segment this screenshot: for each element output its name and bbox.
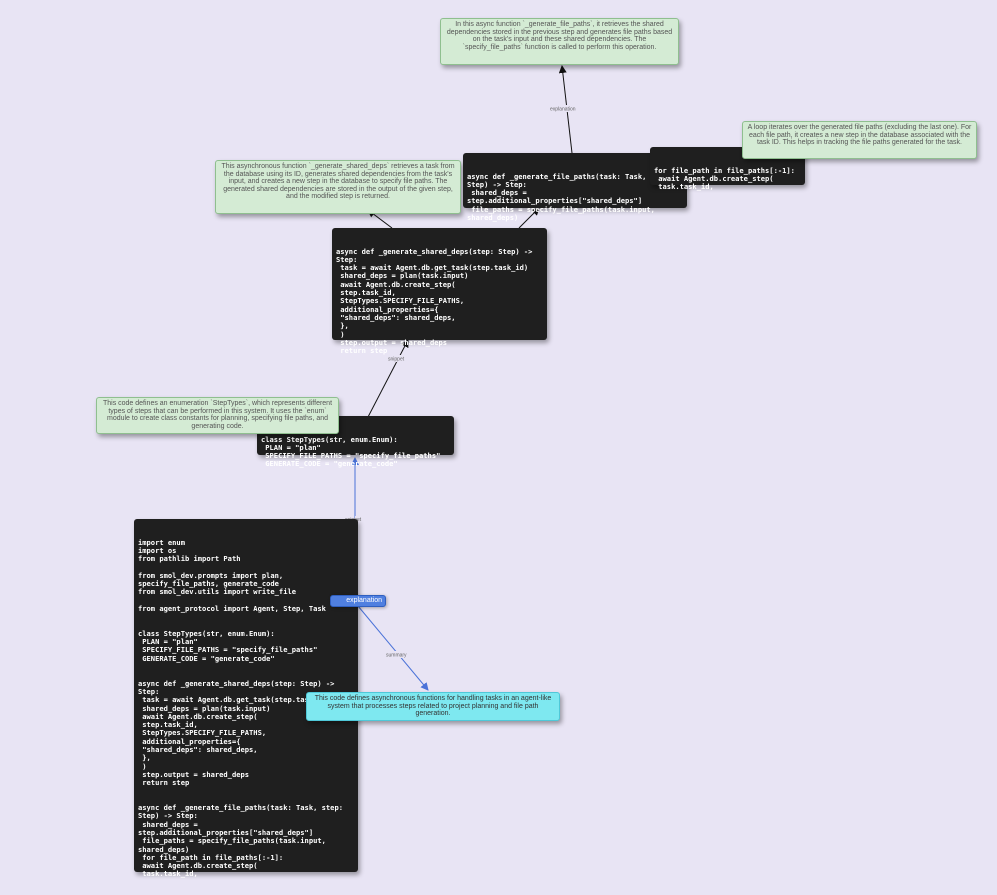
shared-deps-explanation-note[interactable]: This asynchronous function `_generate_sh… — [215, 160, 461, 214]
edge-label-explanation-upper: explanation — [550, 107, 576, 113]
loop-code-text: for file_path in file_paths[:-1]: await … — [654, 165, 795, 192]
shared-deps-code-node[interactable]: async def _generate_shared_deps(step: St… — [332, 228, 547, 355]
loop-code-node[interactable]: for file_path in file_paths[:-1]: await … — [650, 147, 805, 191]
enum-code-text: class StepTypes(str, enum.Enum): PLAN = … — [261, 434, 441, 469]
file-paths-code-node[interactable]: async def _generate_file_paths(task: Tas… — [463, 153, 687, 222]
file-paths-explanation-text: In this async function `_generate_file_p… — [446, 21, 673, 51]
enum-explanation-note[interactable]: This code defines an enumeration `StepTy… — [96, 397, 339, 434]
summary-text: This code defines asynchronous functions… — [314, 695, 552, 718]
main-code-text: import enum import os from pathlib impor… — [138, 537, 343, 879]
edge-enum-to-shared-deps — [367, 339, 409, 418]
enum-explanation-text: This code defines an enumeration `StepTy… — [102, 400, 333, 430]
edge-label-summary: summary — [386, 653, 407, 659]
shared-deps-explanation-text: This asynchronous function `_generate_sh… — [221, 163, 455, 201]
shared-deps-code-text: async def _generate_shared_deps(step: St… — [336, 246, 533, 356]
edge-label-snippet-upper: snippet — [388, 357, 405, 363]
edge-shared-deps-to-file-paths — [518, 207, 540, 229]
edge-main-to-summary — [357, 605, 429, 691]
loop-explanation-text: A loop iterates over the generated file … — [747, 124, 972, 147]
file-paths-explanation-note[interactable]: In this async function `_generate_file_p… — [440, 18, 679, 65]
summary-node[interactable]: This code defines asynchronous functions… — [306, 692, 560, 721]
loop-explanation-note[interactable]: A loop iterates over the generated file … — [742, 121, 977, 159]
file-paths-code-text: async def _generate_file_paths(task: Tas… — [467, 171, 655, 223]
explanation-tag-text: explanation — [346, 597, 382, 604]
explanation-tag-node[interactable]: explanation — [330, 595, 386, 607]
